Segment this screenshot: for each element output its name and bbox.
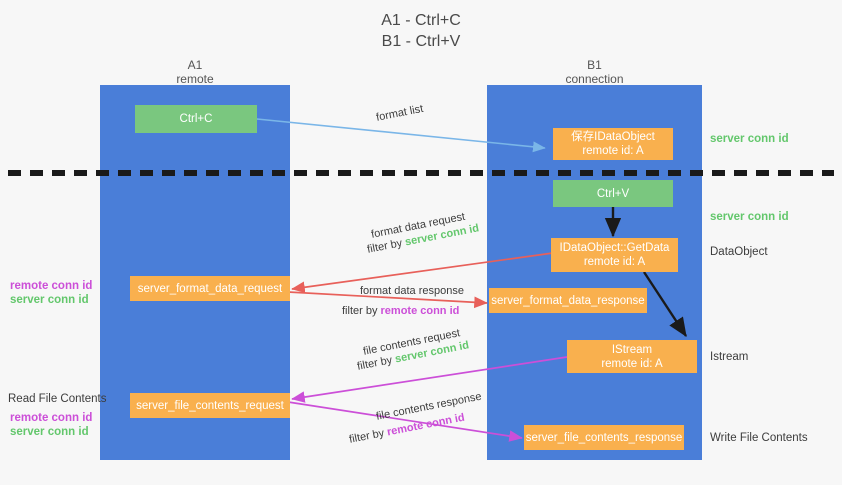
label-remote-conn-id-2: remote conn id	[10, 412, 93, 424]
edge-label-format-data-response: format data response	[360, 285, 464, 297]
edge-filter-format-data-response: filter by remote conn id	[342, 304, 459, 319]
box-server-format-data-response[interactable]: server_format_data_response	[489, 288, 647, 313]
box-server-format-data-response-line1: server_format_data_response	[491, 294, 645, 307]
title-line-2: B1 - Ctrl+V	[381, 33, 461, 50]
label-write-file-contents: Write File Contents	[710, 432, 808, 444]
lane-header-b1: B1 connection	[487, 58, 702, 86]
box-getdata[interactable]: IDataObject::GetData remote id: A	[551, 238, 678, 272]
label-server-conn-id-top: server conn id	[710, 133, 789, 145]
box-istream-line2: remote id: A	[601, 357, 663, 370]
box-save-idataobject-line1: 保存IDataObject	[571, 131, 655, 143]
lane-a1-subtitle: remote	[176, 72, 214, 86]
box-ctrl-c[interactable]: Ctrl+C	[135, 105, 257, 133]
box-getdata-line1: IDataObject::GetData	[559, 242, 670, 254]
label-server-conn-id-mid: server conn id	[710, 211, 789, 223]
edge-filter-prefix: filter by	[342, 305, 381, 317]
edge-filter-value-remote-conn-id: remote conn id	[380, 305, 460, 317]
lane-a1-name: A1	[187, 58, 203, 72]
box-getdata-line2: remote id: A	[583, 256, 646, 268]
box-server-file-contents-response[interactable]: server_file_contents_response	[524, 425, 684, 450]
lane-b1-name: B1	[587, 58, 602, 72]
edge-filter-prefix: filter by	[348, 426, 389, 446]
label-server-conn-id-2: server conn id	[10, 426, 89, 438]
box-save-idataobject[interactable]: 保存IDataObject remote id: A	[553, 128, 673, 160]
box-ctrl-v[interactable]: Ctrl+V	[553, 180, 673, 207]
label-remote-conn-id-1: remote conn id	[10, 280, 93, 292]
lane-b1-subtitle: connection	[565, 72, 624, 86]
box-ctrl-v-line1: Ctrl+V	[596, 187, 630, 200]
label-istream: Istream	[710, 351, 749, 363]
box-server-format-data-request[interactable]: server_format_data_request	[130, 276, 290, 301]
label-server-conn-id-1: server conn id	[10, 294, 89, 306]
box-server-file-contents-response-line1: server_file_contents_response	[525, 431, 683, 444]
label-read-file-contents: Read File Contents	[8, 393, 107, 405]
edge-label-format-list: format list	[375, 102, 425, 124]
lane-header-a1: A1 remote	[100, 58, 290, 86]
page-title: A1 - Ctrl+C B1 - Ctrl+V	[0, 10, 842, 52]
box-istream-line1: IStream	[611, 343, 653, 356]
title-line-1: A1 - Ctrl+C	[381, 12, 461, 29]
box-save-idataobject-line2: remote id: A	[582, 145, 644, 157]
box-ctrl-c-line1: Ctrl+C	[179, 113, 213, 125]
box-server-file-contents-request-line1: server_file_contents_request	[136, 399, 284, 412]
box-server-file-contents-request[interactable]: server_file_contents_request	[130, 393, 290, 418]
box-istream[interactable]: IStream remote id: A	[567, 340, 697, 373]
label-dataobject: DataObject	[710, 246, 768, 258]
box-server-format-data-request-line1: server_format_data_request	[137, 282, 283, 295]
